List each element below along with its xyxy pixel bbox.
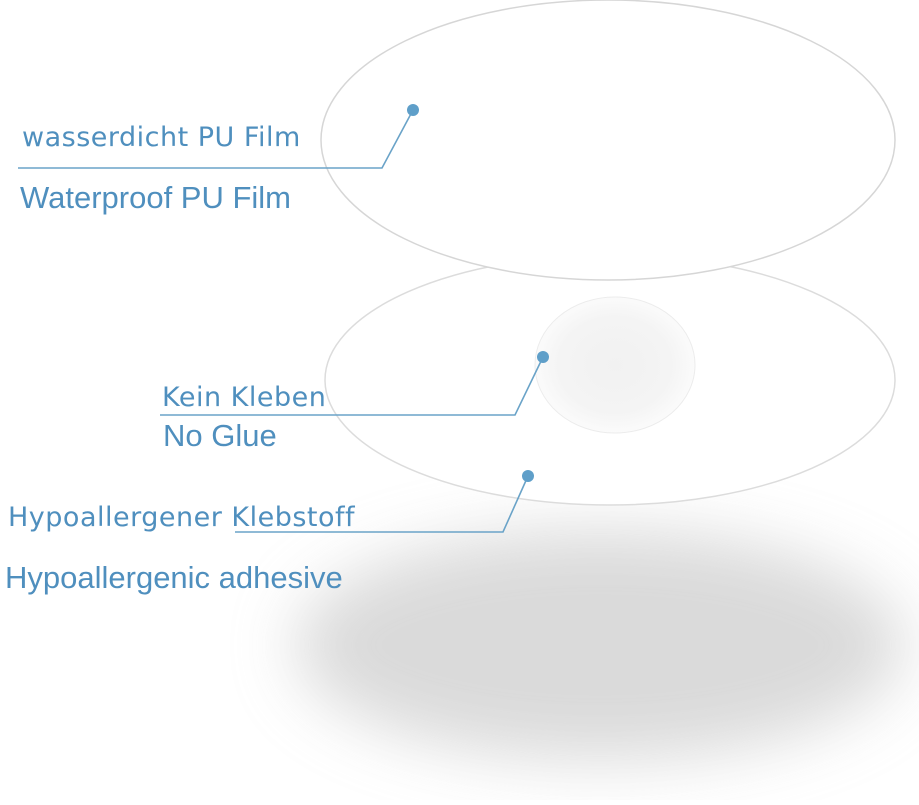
leader-line-adhesive: [235, 475, 529, 533]
label-adhesive-de: Hypoallergener Klebstoff: [8, 502, 356, 533]
label-adhesive-en: Hypoallergenic adhesive: [5, 560, 343, 595]
leader-dot-adhesive: [522, 470, 534, 482]
no-glue-pad: [534, 296, 696, 434]
leader-line-film: [18, 109, 414, 169]
stack-shadow: [295, 530, 905, 760]
label-film-de: wasserdicht PU Film: [22, 122, 301, 153]
leader-dot-film: [407, 104, 419, 116]
label-noglue-en: No Glue: [163, 418, 277, 453]
leader-dot-noglue: [537, 351, 549, 363]
label-noglue-de: Kein Kleben: [162, 382, 327, 413]
pu-film-layer: [320, 0, 896, 281]
leader-line-noglue: [160, 356, 544, 416]
label-film-en: Waterproof PU Film: [20, 180, 292, 215]
